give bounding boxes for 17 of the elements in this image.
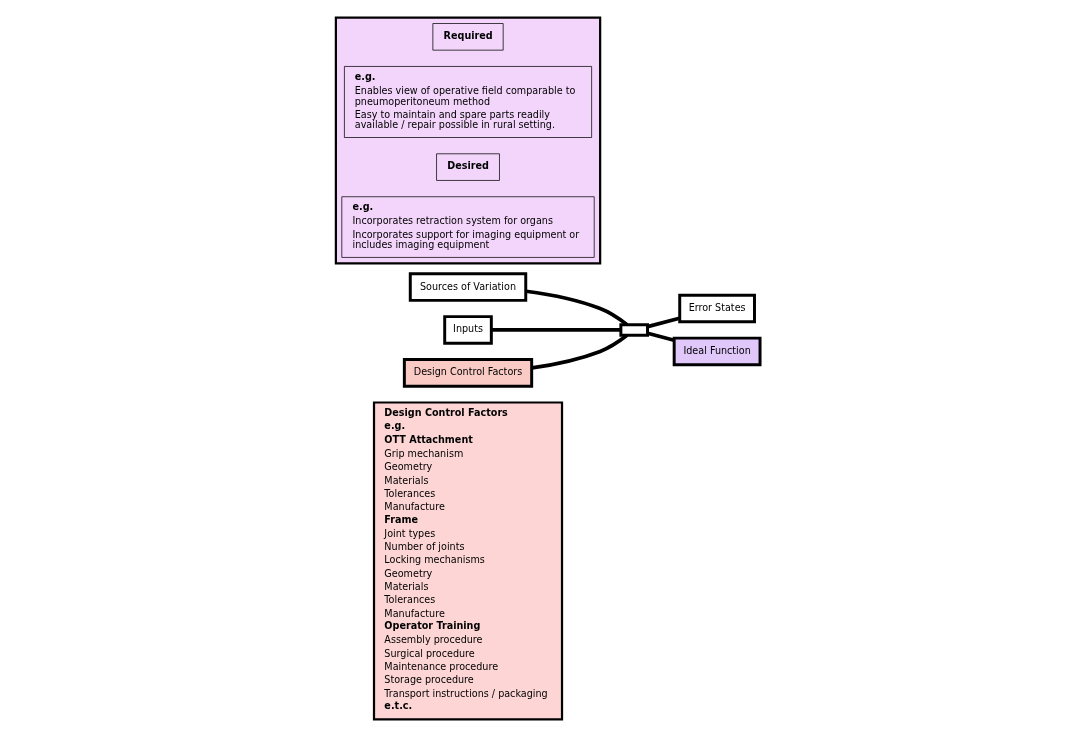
node-box: Desired <box>436 153 500 181</box>
connector <box>525 289 629 327</box>
node-box: e.g. Incorporates retraction system for organs Incorporates support for imaging equipment or includes imaging equipment <box>341 196 595 258</box>
node-box: Error States <box>678 293 756 324</box>
connector <box>647 316 680 329</box>
connector <box>647 331 675 343</box>
node-box <box>619 323 649 337</box>
connector <box>491 328 621 332</box>
node-box: Design Control Factors <box>402 358 534 388</box>
node-box: Ideal Function <box>672 336 762 367</box>
connector <box>531 333 629 370</box>
node-box: Sources of Variation <box>408 272 528 302</box>
node-box: Design Control Factors e.g. OTT Attachment Grip mechanism Geometry Materials Tolerances Manufacture Frame Joint types Number of joints Locking mechanisms Geometry Materials Tolerances Manufacture Operator Training Assembly procedure Surgical procedure Maintenance procedure Storage procedure Transport instructions / packaging e.t.c. <box>372 401 564 721</box>
node-box: Required <box>432 23 504 51</box>
node-box: e.g. Enables view of operative field comparable to pneumoperitoneum method Easy to maintain and spare parts readily available / repair possible in rural setting. <box>344 66 592 138</box>
node-box: Inputs <box>443 315 493 345</box>
cluster <box>334 16 602 265</box>
